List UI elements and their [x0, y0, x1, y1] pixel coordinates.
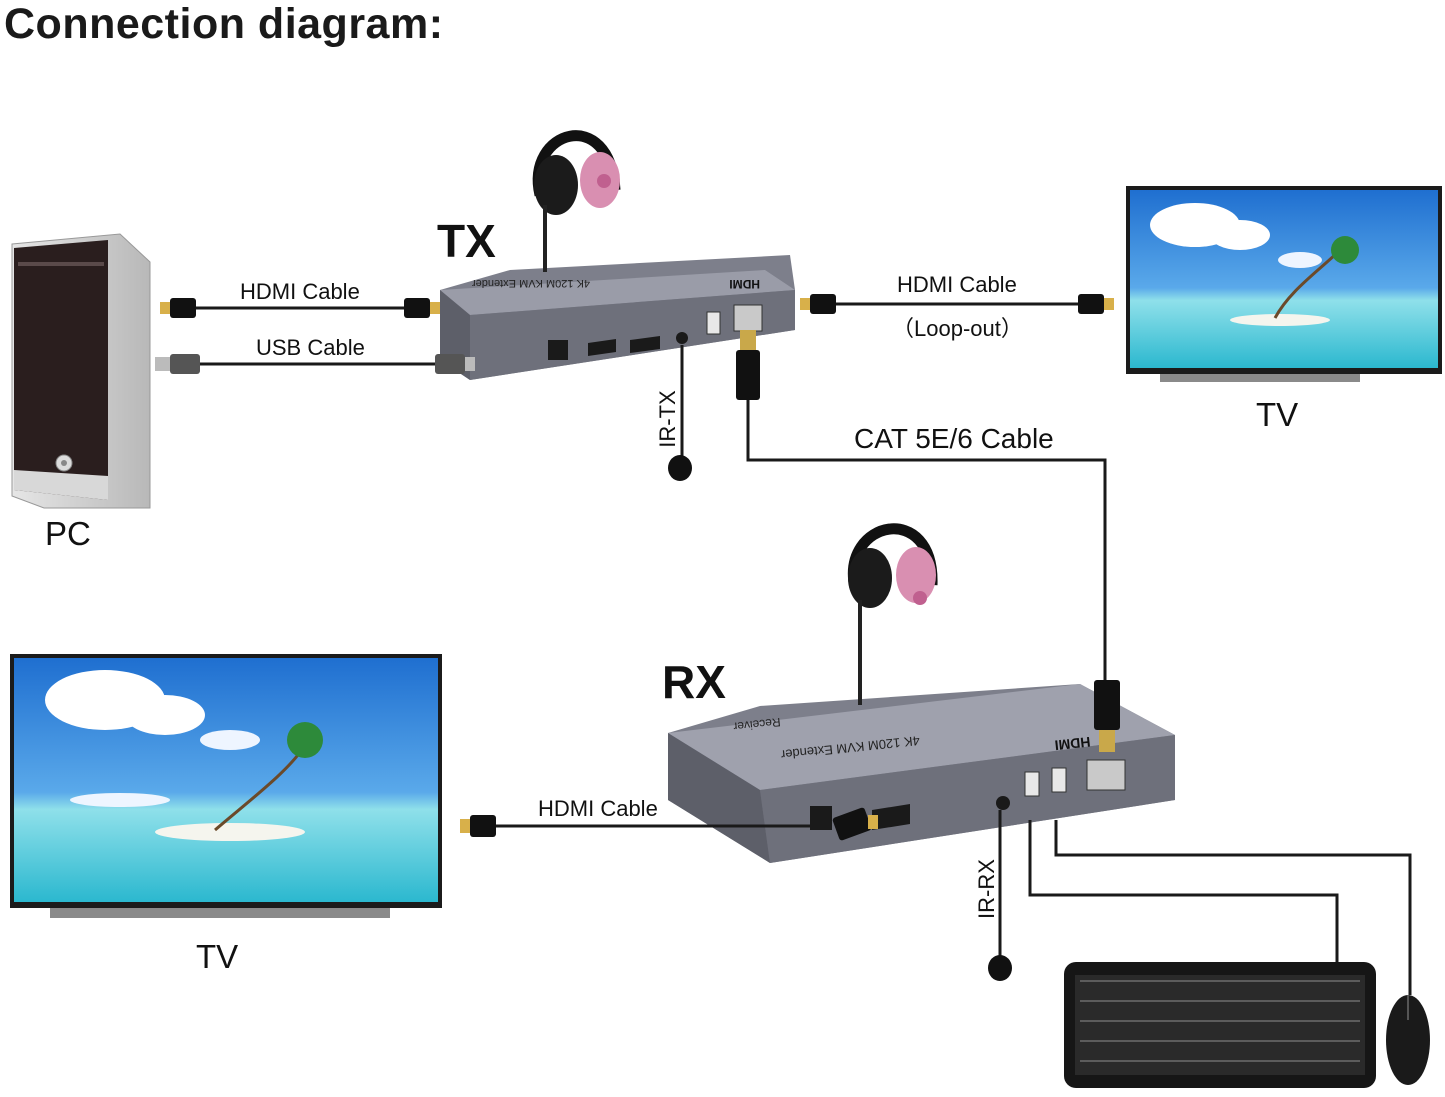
connectors [155, 294, 1120, 981]
tx-ir-port [676, 332, 688, 344]
tv-top-label: TV [1256, 396, 1299, 433]
rx-power-port [810, 806, 832, 830]
tx-top-text: 4K 120M KVM Extender [472, 277, 590, 289]
tx-power-port [548, 340, 568, 360]
mouse [1386, 995, 1430, 1085]
pc-tower [11, 233, 151, 509]
rx-hdmi-port [872, 804, 910, 830]
keyboard [1064, 962, 1376, 1088]
tx-headphones-icon [532, 130, 621, 272]
tx-hdmi-loop-port [630, 336, 660, 353]
rx-brand: HDMI [1054, 734, 1091, 754]
tx-label: TX [437, 215, 496, 267]
pc-hdmi-cable-label: HDMI Cable [240, 279, 360, 304]
page-title: Connection diagram: [4, 0, 444, 48]
rx-side-text: Receiver [733, 715, 782, 734]
cat-cable [746, 400, 1107, 680]
rx-label: RX [662, 656, 726, 708]
tv-top [1126, 186, 1442, 382]
tv-bottom-label: TV [196, 938, 239, 975]
tx-hdmi-port [588, 339, 616, 356]
ir-rx-label: IR-RX [974, 859, 999, 919]
cables [196, 302, 1412, 995]
loop-hdmi-cable-label: HDMI Cable [897, 272, 1017, 297]
ir-tx-label: IR-TX [655, 390, 680, 448]
rx-headphones-icon [847, 523, 938, 705]
tv-bottom [10, 654, 442, 918]
rx-rj45-port [1086, 759, 1126, 791]
cat-cable-label: CAT 5E/6 Cable [854, 423, 1054, 454]
mouse-cable [1054, 820, 1412, 995]
tx-rj45-port [733, 304, 763, 332]
pc-label: PC [45, 515, 91, 552]
rx-ir-port [996, 796, 1010, 810]
tx-unit [440, 255, 795, 380]
pc-usb-cable-label: USB Cable [256, 335, 365, 360]
tx-brand: HDMI [729, 277, 760, 291]
keyboard-cable [1028, 820, 1339, 962]
loop-out-note: （Loop-out） [892, 316, 1023, 341]
rx-hdmi-cable-label: HDMI Cable [538, 796, 658, 821]
